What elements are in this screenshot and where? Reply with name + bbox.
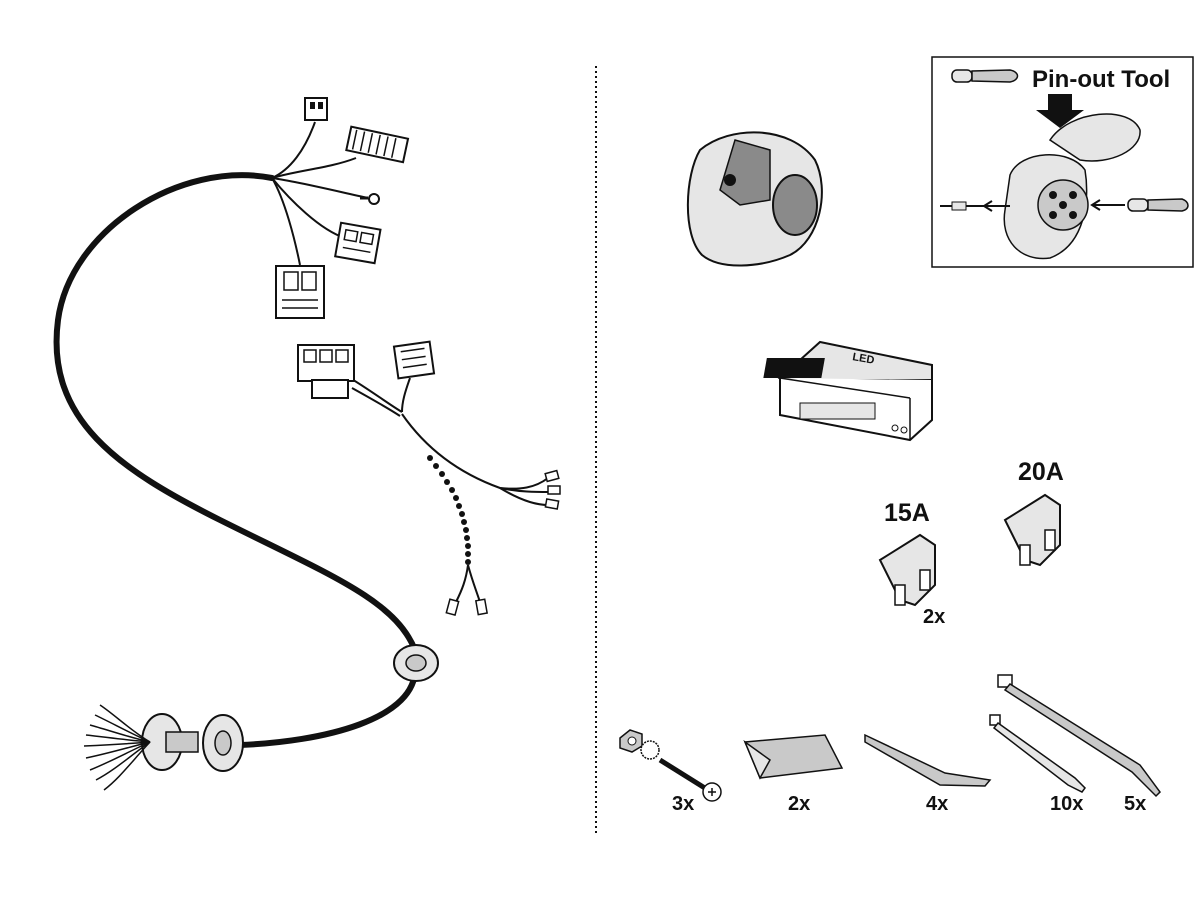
beaded-wire xyxy=(427,455,471,565)
trailer-socket xyxy=(686,131,823,267)
pinout-tool-icon xyxy=(951,69,1019,83)
socket-plates xyxy=(141,713,244,772)
connector-multi-pin-top xyxy=(345,125,410,164)
fanout-wires xyxy=(83,704,151,791)
adhesive-pads xyxy=(743,734,844,780)
socket-open-lid xyxy=(1003,113,1141,260)
screws-quantity: 3x xyxy=(672,793,695,815)
cable-ties-large xyxy=(997,674,1161,798)
led-control-module xyxy=(763,340,933,442)
beaded-wire-ends xyxy=(455,564,481,603)
fuse-15a xyxy=(878,533,936,607)
connector-block-large xyxy=(275,265,325,319)
fuse-20a-rating: 20A xyxy=(1018,458,1064,486)
led-label: LED xyxy=(851,351,875,367)
top-branch-wires xyxy=(271,121,369,266)
cable-ties-small xyxy=(989,714,1086,793)
pinout-tool-title: Pin-out Tool xyxy=(1032,66,1171,93)
fuse-15a-quantity: 2x xyxy=(923,606,946,628)
middle-branch-wires xyxy=(349,377,551,506)
ring-terminal xyxy=(360,193,380,205)
pin-extracted xyxy=(940,200,1010,212)
spade-terminals-right xyxy=(544,469,561,510)
connector-square-mid xyxy=(392,340,436,380)
down-arrow-icon xyxy=(1036,94,1084,128)
main-cable-lower xyxy=(237,662,419,748)
screw-nut-washer xyxy=(619,729,722,802)
pinout-tool-panel xyxy=(931,56,1194,268)
small-ties-quantity: 10x xyxy=(1050,793,1084,815)
fuse-20a xyxy=(1003,493,1061,567)
pinout-tool-inserted xyxy=(1090,198,1189,212)
fuse-15a-rating: 15A xyxy=(884,499,930,527)
wiring-harness xyxy=(53,97,561,791)
spade-terminals-bottom xyxy=(445,598,489,616)
main-cable xyxy=(53,172,418,653)
connector-mid-top xyxy=(334,221,382,265)
strips-quantity: 4x xyxy=(926,793,949,815)
foam-strips xyxy=(864,733,992,787)
connector-small-top xyxy=(304,97,328,121)
large-ties-quantity: 5x xyxy=(1124,793,1147,815)
grommet xyxy=(393,644,439,682)
connector-double-block xyxy=(297,344,355,399)
pads-quantity: 2x xyxy=(788,793,811,815)
